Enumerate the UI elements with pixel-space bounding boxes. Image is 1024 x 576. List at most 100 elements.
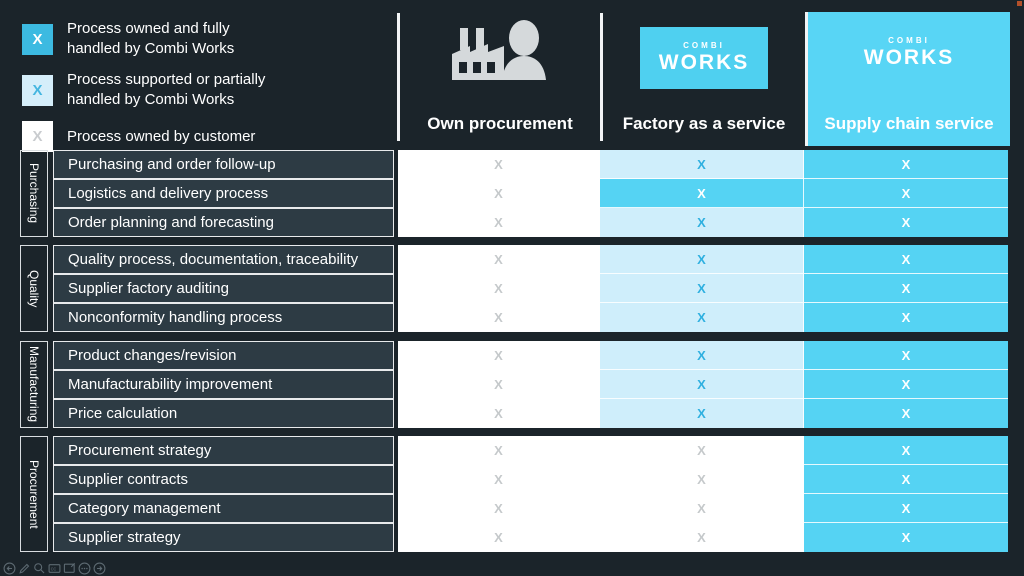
cell-partial: X [600,245,804,274]
display-icon[interactable] [63,562,76,575]
pen-icon[interactable] [18,562,31,575]
cell-partial: X [600,208,804,237]
cell-partial: X [600,150,804,179]
row-label: Product changes/revision [53,341,394,370]
row-label: Quality process, documentation, traceabi… [53,245,394,274]
factory-and-person-icon [400,16,600,93]
legend-label-full-line1: Process owned and fully [67,20,230,37]
cell-full: X [804,494,1008,523]
cell-partial: X [600,303,804,332]
cell-customer: X [600,523,804,552]
cell-full: X [804,341,1008,370]
logo-text-works: WORKS [863,46,955,69]
cell-partial: X [600,399,804,428]
row-label: Supplier contracts [53,465,394,494]
legend-swatch-customer: X [22,121,53,152]
cell-customer: X [398,399,600,428]
closed-captions-icon[interactable]: cc [48,562,61,575]
row-label: Logistics and delivery process [53,179,394,208]
column-header-supply-chain-service: COMBI WORKS Supply chain service [805,12,1010,146]
row-label: Nonconformity handling process [53,303,394,332]
cell-customer: X [398,523,600,552]
cell-full: X [804,523,1008,552]
table-row: Quality process, documentation, traceabi… [53,245,1008,274]
row-label: Purchasing and order follow-up [53,150,394,179]
row-label: Price calculation [53,399,394,428]
cell-customer: X [398,208,600,237]
column-title-own-procurement: Own procurement [427,114,573,133]
cell-full: X [804,399,1008,428]
row-label: Supplier strategy [53,523,394,552]
cell-customer: X [398,341,600,370]
column-header-factory-as-a-service: COMBI WORKS Factory as a service [603,12,805,146]
row-label: Procurement strategy [53,436,394,465]
cell-full: X [804,436,1008,465]
column-title-factory-as-a-service: Factory as a service [622,114,786,133]
cell-customer: X [398,494,600,523]
cell-customer: X [398,370,600,399]
header-divider [600,13,603,141]
more-options-icon[interactable] [78,562,91,575]
group-label: Manufacturing [20,341,48,428]
cell-customer: X [398,303,600,332]
legend-item-partial: X Process supported or partially handled… [22,70,265,110]
row-label: Manufacturability improvement [53,370,394,399]
logo-text-works: WORKS [658,51,750,74]
cell-customer: X [398,150,600,179]
cell-customer: X [600,465,804,494]
group-label: Procurement [20,436,48,552]
legend-swatch-full: X [22,23,53,55]
cell-full: X [804,370,1008,399]
cell-full: X [804,179,1008,208]
group-label: Purchasing [20,150,48,237]
slideshow-toolbar: cc [3,562,106,575]
cell-customer: X [398,179,600,208]
cell-full: X [804,274,1008,303]
cell-customer: X [398,436,600,465]
svg-text:cc: cc [51,567,57,573]
logo-text-combi: COMBI [683,41,725,50]
column-title-supply-chain-service: Supply chain service [824,114,994,133]
cell-full: X [600,179,804,208]
column-header-own-procurement: Own procurement [400,12,600,146]
row-label: Category management [53,494,394,523]
cell-customer: X [398,465,600,494]
cell-full: X [804,303,1008,332]
legend-label-customer: Process owned by customer [67,127,256,145]
legend-label-full-line2: handled by Combi Works [67,40,235,57]
cell-full: X [804,245,1008,274]
cell-partial: X [600,370,804,399]
cell-full: X [804,465,1008,494]
combi-works-logo: COMBI WORKS [640,27,768,89]
header-divider [397,13,400,141]
laser-pointer-icon[interactable] [33,562,46,575]
legend: X Process owned and fully handled by Com… [22,19,265,163]
group-label: Quality [20,245,48,332]
legend-item-full: X Process owned and fully handled by Com… [22,19,265,59]
cell-partial: X [600,274,804,303]
legend-item-customer: X Process owned by customer [22,121,265,152]
cell-full: X [804,208,1008,237]
cell-customer: X [398,274,600,303]
next-slide-icon[interactable] [93,562,106,575]
previous-slide-icon[interactable] [3,562,16,575]
legend-label-partial-line1: Process supported or partially [67,71,266,88]
row-label: Supplier factory auditing [53,274,394,303]
